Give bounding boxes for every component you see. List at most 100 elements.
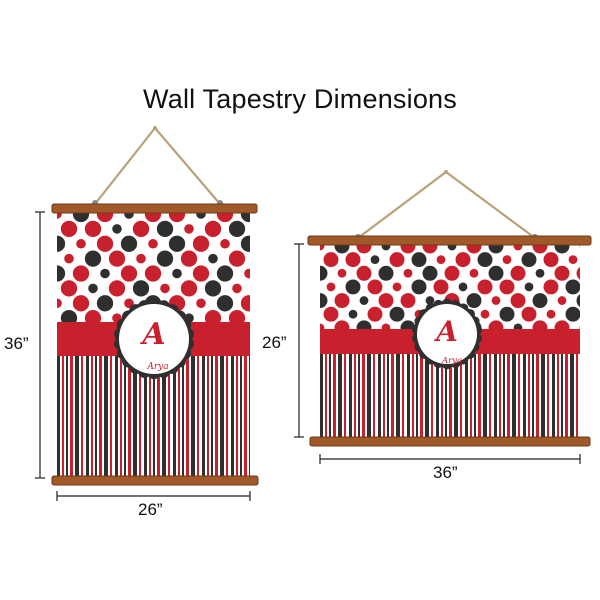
stripe bbox=[199, 356, 202, 476]
polka-dot bbox=[588, 307, 600, 322]
hanging-rope bbox=[357, 170, 536, 239]
stripe bbox=[352, 354, 354, 438]
stripe bbox=[358, 354, 360, 438]
polka-dot bbox=[240, 212, 250, 223]
polka-dot bbox=[120, 265, 138, 282]
polka-dot bbox=[220, 238, 230, 249]
stripe bbox=[102, 356, 104, 476]
stripe bbox=[191, 356, 195, 476]
stripe bbox=[394, 354, 396, 438]
polka-dot bbox=[305, 337, 314, 346]
stripe bbox=[122, 356, 124, 476]
polka-dot bbox=[228, 250, 246, 267]
stripe bbox=[470, 354, 472, 438]
stripe bbox=[400, 354, 402, 438]
stripe bbox=[244, 356, 247, 476]
polka-dot bbox=[84, 220, 102, 238]
polka-dot bbox=[294, 296, 303, 305]
stripe bbox=[460, 354, 462, 438]
stripe bbox=[520, 354, 523, 438]
polka-dot bbox=[488, 245, 504, 254]
polka-dot bbox=[345, 279, 361, 295]
polka-dot bbox=[96, 212, 114, 223]
polka-dot bbox=[469, 268, 479, 278]
stripe bbox=[66, 356, 68, 476]
polka-dot bbox=[535, 268, 545, 278]
polka-dot bbox=[256, 313, 266, 323]
polka-dot bbox=[477, 252, 493, 268]
stripe bbox=[182, 356, 184, 476]
stripe bbox=[104, 356, 108, 476]
stripe bbox=[373, 354, 375, 438]
polka-dot bbox=[588, 334, 600, 349]
stripe bbox=[503, 354, 505, 438]
polka-dot bbox=[326, 282, 336, 292]
polka-dot bbox=[37, 280, 53, 296]
stripe bbox=[124, 356, 126, 476]
stripe bbox=[458, 354, 460, 438]
page-title: Wall Tapestry Dimensions bbox=[143, 84, 457, 114]
stripe bbox=[228, 356, 231, 476]
polka-dot bbox=[184, 224, 194, 234]
stripe bbox=[231, 356, 234, 476]
polka-dot-pattern bbox=[291, 239, 600, 349]
polka-dot bbox=[323, 252, 339, 268]
stripe bbox=[568, 354, 570, 438]
polka-dot bbox=[591, 283, 600, 292]
polka-dot bbox=[232, 283, 242, 294]
polka-dot bbox=[291, 320, 306, 335]
polka-dot bbox=[356, 245, 372, 254]
polka-dot bbox=[422, 265, 438, 281]
polka-dot bbox=[291, 239, 306, 254]
stripe bbox=[532, 354, 534, 438]
stripe bbox=[465, 354, 468, 438]
stripe bbox=[557, 354, 559, 438]
polka-dot bbox=[204, 310, 222, 322]
polka-dot bbox=[565, 306, 580, 322]
stripe bbox=[176, 356, 178, 476]
polka-dot bbox=[291, 266, 306, 281]
stripe bbox=[563, 354, 565, 438]
stripe bbox=[91, 356, 93, 476]
stripe bbox=[443, 354, 445, 438]
polka-dot bbox=[40, 224, 50, 234]
polka-dot bbox=[579, 326, 580, 329]
polka-dot bbox=[510, 293, 526, 309]
stripe bbox=[472, 354, 474, 438]
stripe bbox=[349, 354, 352, 438]
stripe bbox=[64, 356, 66, 476]
stripe bbox=[166, 356, 168, 476]
polka-dot bbox=[60, 310, 78, 322]
polka-dot bbox=[204, 280, 222, 297]
stripe bbox=[539, 354, 541, 438]
stripe bbox=[449, 354, 452, 438]
monogram-letter: A bbox=[139, 317, 165, 352]
polka-dot bbox=[25, 206, 41, 222]
stripe bbox=[155, 356, 157, 476]
monogram-letter: A bbox=[433, 315, 458, 348]
polka-dot bbox=[196, 298, 206, 309]
stripe bbox=[414, 354, 416, 438]
stripe bbox=[95, 356, 97, 476]
stripe bbox=[60, 356, 62, 476]
polka-dot bbox=[400, 293, 416, 309]
polka-dot bbox=[57, 235, 66, 252]
stripe bbox=[431, 354, 433, 438]
polka-dot bbox=[253, 280, 269, 296]
stripe bbox=[342, 354, 344, 438]
polka-dot bbox=[491, 296, 501, 305]
stripe bbox=[468, 354, 470, 438]
polka-dot bbox=[392, 282, 402, 292]
stripe bbox=[378, 354, 381, 438]
stripe bbox=[211, 356, 213, 476]
stripe bbox=[541, 354, 545, 438]
bottom-wood-rail bbox=[309, 436, 591, 447]
polka-dot bbox=[240, 235, 250, 252]
polka-dot bbox=[124, 212, 134, 219]
polka-dot bbox=[136, 253, 146, 264]
stripe bbox=[93, 356, 95, 476]
stripe bbox=[173, 356, 176, 476]
polka-dot bbox=[348, 309, 358, 319]
polka-dot bbox=[447, 245, 457, 251]
stripe bbox=[62, 356, 64, 476]
